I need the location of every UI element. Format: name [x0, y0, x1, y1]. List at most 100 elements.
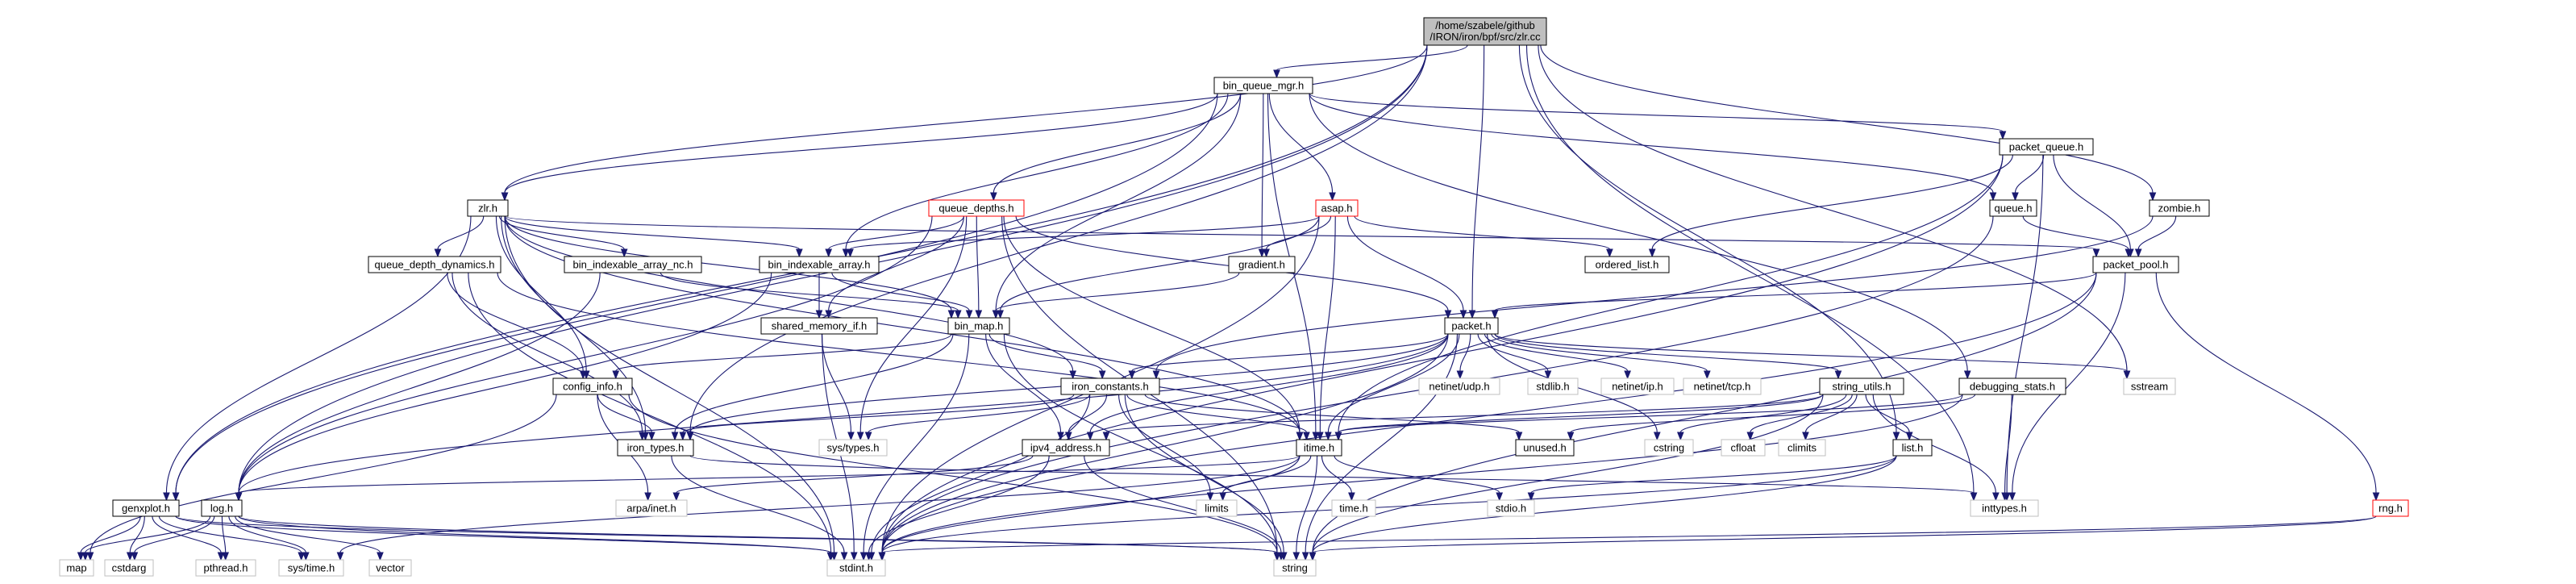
arrowhead-rng_h-to-string [1309, 552, 1317, 561]
edge-queue_depths_h-to-bin_map_h [976, 215, 980, 311]
node-config-info-h[interactable]: config_info.h [552, 378, 633, 395]
node-debugging-stats-h[interactable]: debugging_stats.h [1958, 378, 2066, 395]
arrowhead-packet_pool_h-to-packet_h [1491, 310, 1499, 319]
arrowhead-bin_queue_mgr_h-to-bin_indexable_array_h [842, 248, 850, 258]
edge-packet_queue_h-to-stdint_h [881, 154, 2004, 553]
edge-zlr_h-to-stdint_h [504, 215, 835, 553]
edge-bin_queue_mgr_h-to-debugging_stats_h [1309, 93, 1968, 372]
node-queue-h[interactable]: queue.h [1989, 199, 2037, 217]
edge-zlr_h-to-bin_indexable_array_h [504, 215, 800, 250]
node-shared-memory-if-h[interactable]: shared_memory_if.h [760, 317, 878, 335]
node-stdint-h: stdint.h [826, 559, 886, 577]
node-map: map [59, 559, 94, 577]
node-netinet-udp-h: netinet/udp.h [1418, 378, 1500, 395]
node-label-ordered-list-h: ordered_list.h [1596, 259, 1659, 271]
node-box-rng-h [2372, 499, 2409, 517]
node-rng-h[interactable]: rng.h [2372, 499, 2409, 517]
node-box-unused-h [1515, 439, 1575, 457]
node-box-zombie-h [2149, 199, 2210, 217]
node-label-pthread-h: pthread.h [204, 562, 248, 574]
node-ipv4-address-h[interactable]: ipv4_address.h [1022, 439, 1110, 457]
arrowhead-log_h-to-map [81, 552, 89, 561]
edge-packet_pool_h-to-rng_h [2155, 272, 2377, 494]
arrowhead-packet_h-to-itime_h [1325, 432, 1332, 441]
edge-queue_depths_h-to-itime_h [1003, 215, 1300, 433]
node-unused-h[interactable]: unused.h [1515, 439, 1575, 457]
node-bin-queue-mgr-h[interactable]: bin_queue_mgr.h [1213, 77, 1313, 94]
node-packet-h[interactable]: packet.h [1444, 317, 1499, 335]
node-label-rng-h: rng.h [2378, 503, 2403, 515]
node-packet-queue-h[interactable]: packet_queue.h [1999, 138, 2094, 156]
edge-genxplot_h-to-cstdarg [129, 515, 145, 553]
node-list-h[interactable]: list.h [1892, 439, 1933, 457]
arrowhead-bin_map_h-to-iron_constants_h [1098, 370, 1106, 380]
arrowhead-bin_queue_mgr_h-to-zlr_h [501, 192, 509, 202]
edge-packet_h-to-netinet_tcp_h [1491, 333, 1708, 372]
arrowhead-asap_h-to-itime_h [1316, 432, 1324, 441]
node-label-config-info-h: config_info.h [563, 381, 622, 393]
node-label-iron-types-h: iron_types.h [627, 442, 685, 454]
arrowhead-queue_depth_dynamics_h-to-itime_h [1296, 432, 1304, 441]
node-climits: climits [1778, 439, 1826, 457]
node-label-log-h: log.h [210, 503, 233, 515]
node-packet-pool-h[interactable]: packet_pool.h [2092, 256, 2179, 273]
arrowhead-packet_pool_h-to-inttypes_h [2008, 492, 2016, 502]
edge-itime_h-to-stdio_h [1334, 455, 1500, 494]
node-asap-h[interactable]: asap.h [1315, 199, 1359, 217]
node-string-utils-h[interactable]: string_utils.h [1819, 378, 1904, 395]
arrowhead-bin_queue_mgr_h-to-genxplot_h [172, 492, 180, 502]
edge-itime_h-to-time_h [1321, 455, 1352, 494]
edge-bin_queue_mgr_h-to-gradient_h [1261, 93, 1264, 250]
edge-ipv4_address_h-to-stdint_h [868, 455, 1050, 553]
node-box-stdint-h [826, 559, 886, 577]
node-label-string-utils-h: string_utils.h [1833, 381, 1891, 393]
arrowhead-bin_indexable_array_nc_h-to-bin_map_h [954, 310, 962, 319]
node-queue-depths-h[interactable]: queue_depths.h [928, 199, 1025, 217]
node-inttypes-h: inttypes.h [1970, 499, 2039, 517]
node-log-h[interactable]: log.h [201, 499, 243, 517]
node-cstdarg: cstdarg [104, 559, 154, 577]
arrowhead-packet_h-to-iron_types_h [686, 432, 694, 441]
edge-zlr_h-to-queue_depth_dynamics_h [437, 215, 485, 250]
edge-list_h-to-stdio_h [1530, 455, 1897, 494]
node-iron-constants-h[interactable]: iron_constants.h [1060, 378, 1160, 395]
node-box-string-utils-h [1819, 378, 1904, 395]
node-zombie-h[interactable]: zombie.h [2149, 199, 2210, 217]
node-bin-map-h[interactable]: bin_map.h [947, 317, 1010, 335]
node-label-vector: vector [376, 562, 405, 574]
node-itime-h[interactable]: itime.h [1296, 439, 1342, 457]
node-box-inttypes-h [1970, 499, 2039, 517]
node-box-pthread-h [195, 559, 256, 577]
edge-log_h-to-string [238, 515, 1278, 553]
edge-packet_h-to-ipv4_address_h [1089, 333, 1449, 433]
arrowhead-rng_h-to-stdint_h [878, 552, 886, 561]
arrowhead-packet_h-to-cstring [1653, 432, 1661, 441]
edge-zlr_h-to-bin_indexable_array_nc_h [498, 215, 625, 250]
node-box-asap-h [1315, 199, 1359, 217]
node-box-sys-types-h [818, 439, 888, 457]
edge-iron_constants_h-to-sys_types_h [868, 394, 1091, 433]
node-gradient-h[interactable]: gradient.h [1228, 256, 1296, 273]
arrowhead-zlr_h-to-genxplot_h [163, 492, 170, 502]
node-queue-depth-dynamics-h[interactable]: queue_depth_dynamics.h [368, 256, 501, 273]
arrowhead-log_h-to-pthread_h [222, 552, 230, 561]
arrowhead-itime_h-to-stdio_h [1496, 492, 1504, 502]
node-label-cfloat: cfloat [1730, 442, 1755, 454]
edge-packet_h-to-stdlib_h [1477, 333, 1549, 372]
arrowhead-zlr_h-to-bin_indexable_array_h [796, 248, 803, 258]
node-limits: limits [1196, 499, 1238, 517]
node-zlr-h[interactable]: zlr.h [467, 199, 509, 217]
arrowhead-itime_h-to-time_h [1348, 492, 1355, 502]
node-bin-indexable-array-nc-h[interactable]: bin_indexable_array_nc.h [564, 256, 702, 273]
node-bin-indexable-array-h[interactable]: bin_indexable_array.h [759, 256, 880, 273]
arrowhead-queue_depths_h-to-bin_indexable_array_h [825, 248, 833, 258]
edge-bin_queue_mgr_h-to-queue_depths_h [993, 93, 1242, 194]
node-label-queue-depths-h: queue_depths.h [938, 202, 1013, 215]
node-box-queue-h [1989, 199, 2037, 217]
edge-genxplot_h-to-pthread_h [152, 515, 222, 553]
node-ordered-list-h[interactable]: ordered_list.h [1584, 256, 1670, 273]
node-iron-types-h[interactable]: iron_types.h [617, 439, 694, 457]
node-genxplot-h[interactable]: genxplot.h [112, 499, 180, 517]
node-label-list-h: list.h [1902, 442, 1924, 454]
arrowhead-string_utils_h-to-inttypes_h [1992, 492, 2000, 502]
